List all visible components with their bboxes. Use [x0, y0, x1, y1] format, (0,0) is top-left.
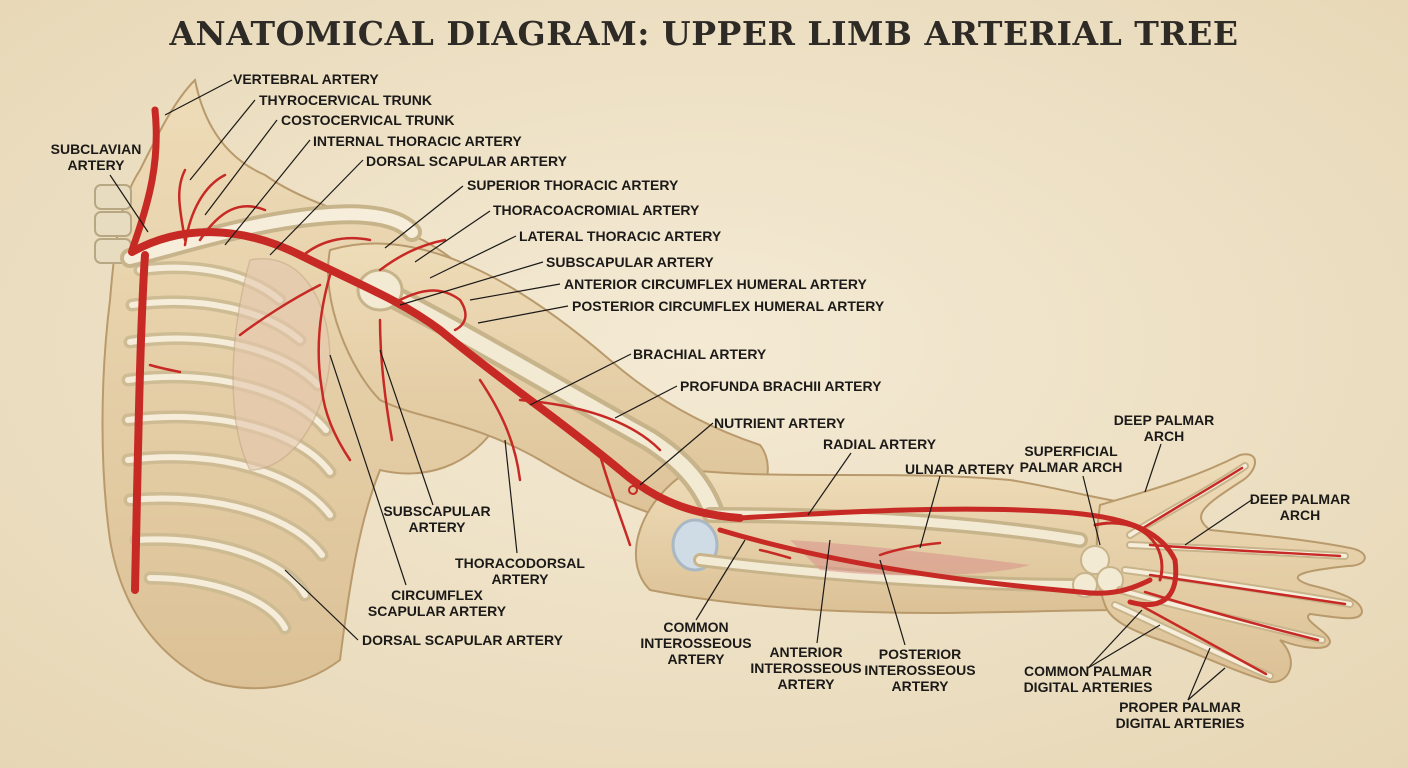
label-line: DIGITAL ARTERIES — [1115, 715, 1245, 731]
label-anterior-interosseous-artery: ANTERIOR INTEROSSEOUS ARTERY — [746, 644, 866, 692]
label-line: ANTERIOR — [769, 644, 843, 660]
ulnar-vessel — [717, 527, 1153, 596]
spine — [94, 184, 132, 264]
forearm-muscle — [790, 540, 1030, 576]
label-proper-palmar-digital-arteries: PROPER PALMAR DIGITAL ARTERIES — [1110, 699, 1250, 731]
label-subclavian-artery: SUBCLAVIAN ARTERY — [40, 141, 152, 173]
label-line: INTEROSSEOUS — [640, 635, 752, 651]
label-line: SUPERFICIAL — [1024, 443, 1118, 459]
label-subscapular-artery-lower: SUBSCAPULAR ARTERY — [374, 503, 500, 535]
label-subscapular-artery-top: SUBSCAPULAR ARTERY — [546, 254, 714, 270]
label-line: ARCH — [1279, 507, 1321, 523]
label-line: POSTERIOR — [878, 646, 962, 662]
label-lateral-thoracic-artery: LATERAL THORACIC ARTERY — [519, 228, 722, 244]
subclavian-vessel — [128, 106, 160, 254]
label-line: COMMON PALMAR — [1023, 663, 1153, 679]
label-line: PALMAR ARCH — [1019, 459, 1123, 475]
label-thoracodorsal-artery: THORACODORSAL ARTERY — [452, 555, 588, 587]
label-line: ARTERY — [777, 676, 835, 692]
humerus-highlight — [372, 282, 720, 518]
label-line: ARTERY — [67, 157, 125, 173]
label-posterior-circumflex-humeral-artery: POSTERIOR CIRCUMFLEX HUMERAL ARTERY — [572, 298, 885, 314]
label-line: THORACODORSAL — [455, 555, 585, 571]
label-line: DIGITAL ARTERIES — [1023, 679, 1153, 695]
artery-tree — [128, 106, 1347, 676]
label-line: ARTERY — [891, 678, 949, 694]
label-superficial-palmar-arch: SUPERFICIAL PALMAR ARCH — [1014, 443, 1128, 475]
superficial-arch-vessel — [1093, 521, 1164, 582]
label-circumflex-scapular-artery: CIRCUMFLEX SCAPULAR ARTERY — [364, 587, 510, 619]
leader-lines — [109, 79, 1254, 701]
internal-thoracic-vessel — [131, 251, 149, 594]
branch-vessels — [148, 168, 942, 560]
label-dorsal-scapular-artery-top: DORSAL SCAPULAR ARTERY — [366, 153, 567, 169]
label-line: ARTERY — [667, 651, 725, 667]
clavicle-highlight — [124, 208, 418, 264]
label-ulnar-artery: ULNAR ARTERY — [905, 461, 1015, 477]
label-line: ARTERY — [491, 571, 549, 587]
label-line: INTEROSSEOUS — [864, 662, 976, 678]
label-anterior-circumflex-humeral-artery: ANTERIOR CIRCUMFLEX HUMERAL ARTERY — [564, 276, 867, 292]
label-line: ARTERY — [408, 519, 466, 535]
label-deep-palmar-arch-a: DEEP PALMAR ARCH — [1104, 412, 1224, 444]
label-costocervical-trunk: COSTOCERVICAL TRUNK — [281, 112, 455, 128]
label-deep-palmar-arch-b: DEEP PALMAR ARCH — [1240, 491, 1360, 523]
label-line: COMMON — [663, 619, 729, 635]
digital-arteries — [1138, 466, 1347, 676]
nutrient-foramen — [628, 485, 638, 495]
diagram-title: ANATOMICAL DIAGRAM: UPPER LIMB ARTERIAL … — [169, 14, 1239, 53]
label-line: SCAPULAR ARTERY — [367, 603, 507, 619]
label-thyrocervical-trunk: THYROCERVICAL TRUNK — [259, 92, 432, 108]
label-superior-thoracic-artery: SUPERIOR THORACIC ARTERY — [467, 177, 679, 193]
label-nutrient-artery: NUTRIENT ARTERY — [714, 415, 846, 431]
label-line: INTEROSSEOUS — [750, 660, 862, 676]
subclavian-trunk — [128, 228, 744, 522]
label-posterior-interosseous-artery: POSTERIOR INTEROSSEOUS ARTERY — [860, 646, 980, 694]
label-thoracoacromial-artery: THORACOACROMIAL ARTERY — [493, 202, 700, 218]
label-vertebral-artery: VERTEBRAL ARTERY — [233, 71, 379, 87]
label-radial-artery: RADIAL ARTERY — [823, 436, 937, 452]
label-line: SUBSCAPULAR — [383, 503, 491, 519]
label-line: CIRCUMFLEX — [391, 587, 483, 603]
radial-vessel — [737, 506, 1179, 608]
label-line: ARCH — [1143, 428, 1185, 444]
label-internal-thoracic-artery: INTERNAL THORACIC ARTERY — [313, 133, 522, 149]
label-line: DEEP PALMAR — [1249, 491, 1351, 507]
label-profunda-brachii-artery: PROFUNDA BRACHII ARTERY — [680, 378, 882, 394]
label-dorsal-scapular-artery-lower: DORSAL SCAPULAR ARTERY — [362, 632, 563, 648]
label-common-interosseous-artery: COMMON INTEROSSEOUS ARTERY — [636, 619, 756, 667]
label-common-palmar-digital-arteries: COMMON PALMAR DIGITAL ARTERIES — [1018, 663, 1158, 695]
label-line: DEEP PALMAR — [1113, 412, 1215, 428]
label-line: SUBCLAVIAN — [50, 141, 142, 157]
label-line: PROPER PALMAR — [1119, 699, 1241, 715]
scapula — [232, 258, 331, 471]
label-brachial-artery: BRACHIAL ARTERY — [633, 346, 767, 362]
